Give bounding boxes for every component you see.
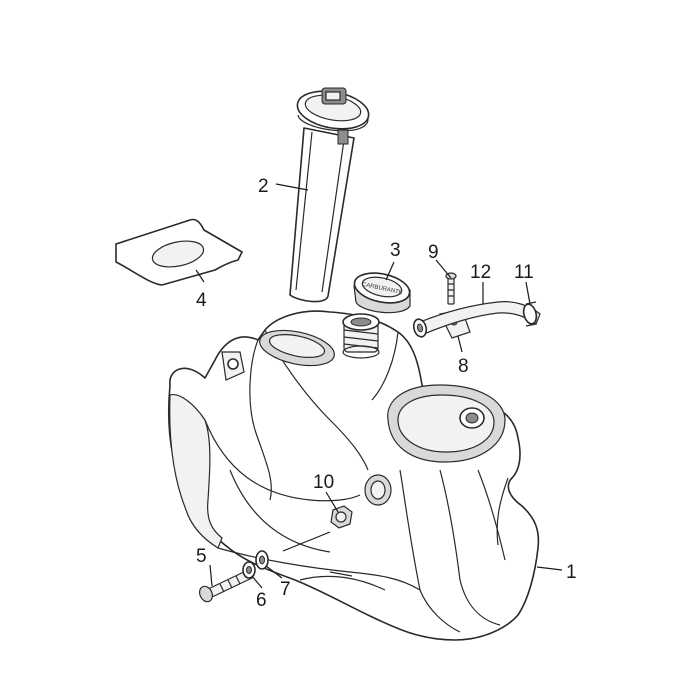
washer-6: [242, 561, 256, 579]
leader-lines: [195, 183, 563, 589]
gasket-plate: [115, 218, 243, 286]
screw-9: [445, 272, 457, 305]
bolt: [198, 569, 253, 603]
part-label-9: 9: [428, 242, 439, 263]
fuel-level-sender: [289, 87, 370, 303]
tank-drain-fitting: [364, 474, 392, 506]
part-label-2: 2: [258, 176, 269, 197]
part-label-6: 6: [256, 590, 267, 611]
part-label-8: 8: [458, 356, 469, 377]
part-label-1: 1: [566, 562, 577, 583]
part-label-10: 10: [313, 472, 334, 493]
fuel-cap: CARBURANTE: [353, 272, 411, 314]
part-label-7: 7: [280, 579, 291, 600]
part-label-11: 11: [514, 262, 534, 283]
part-label-4: 4: [196, 290, 207, 311]
part-label-5: 5: [196, 546, 207, 567]
part-label-12: 12: [470, 262, 491, 283]
filler-neck: [342, 313, 380, 359]
pump-opening: [387, 384, 506, 463]
breather-hose: [412, 301, 541, 338]
part-label-3: 3: [390, 240, 401, 261]
part-labels: 1 2 3 4 5 6 7 8 9 10 11 12: [196, 176, 577, 611]
filler-opening: [259, 329, 335, 367]
hose-clip-11: [522, 301, 538, 327]
nut-10: [330, 505, 353, 529]
spacer-7: [255, 550, 269, 570]
